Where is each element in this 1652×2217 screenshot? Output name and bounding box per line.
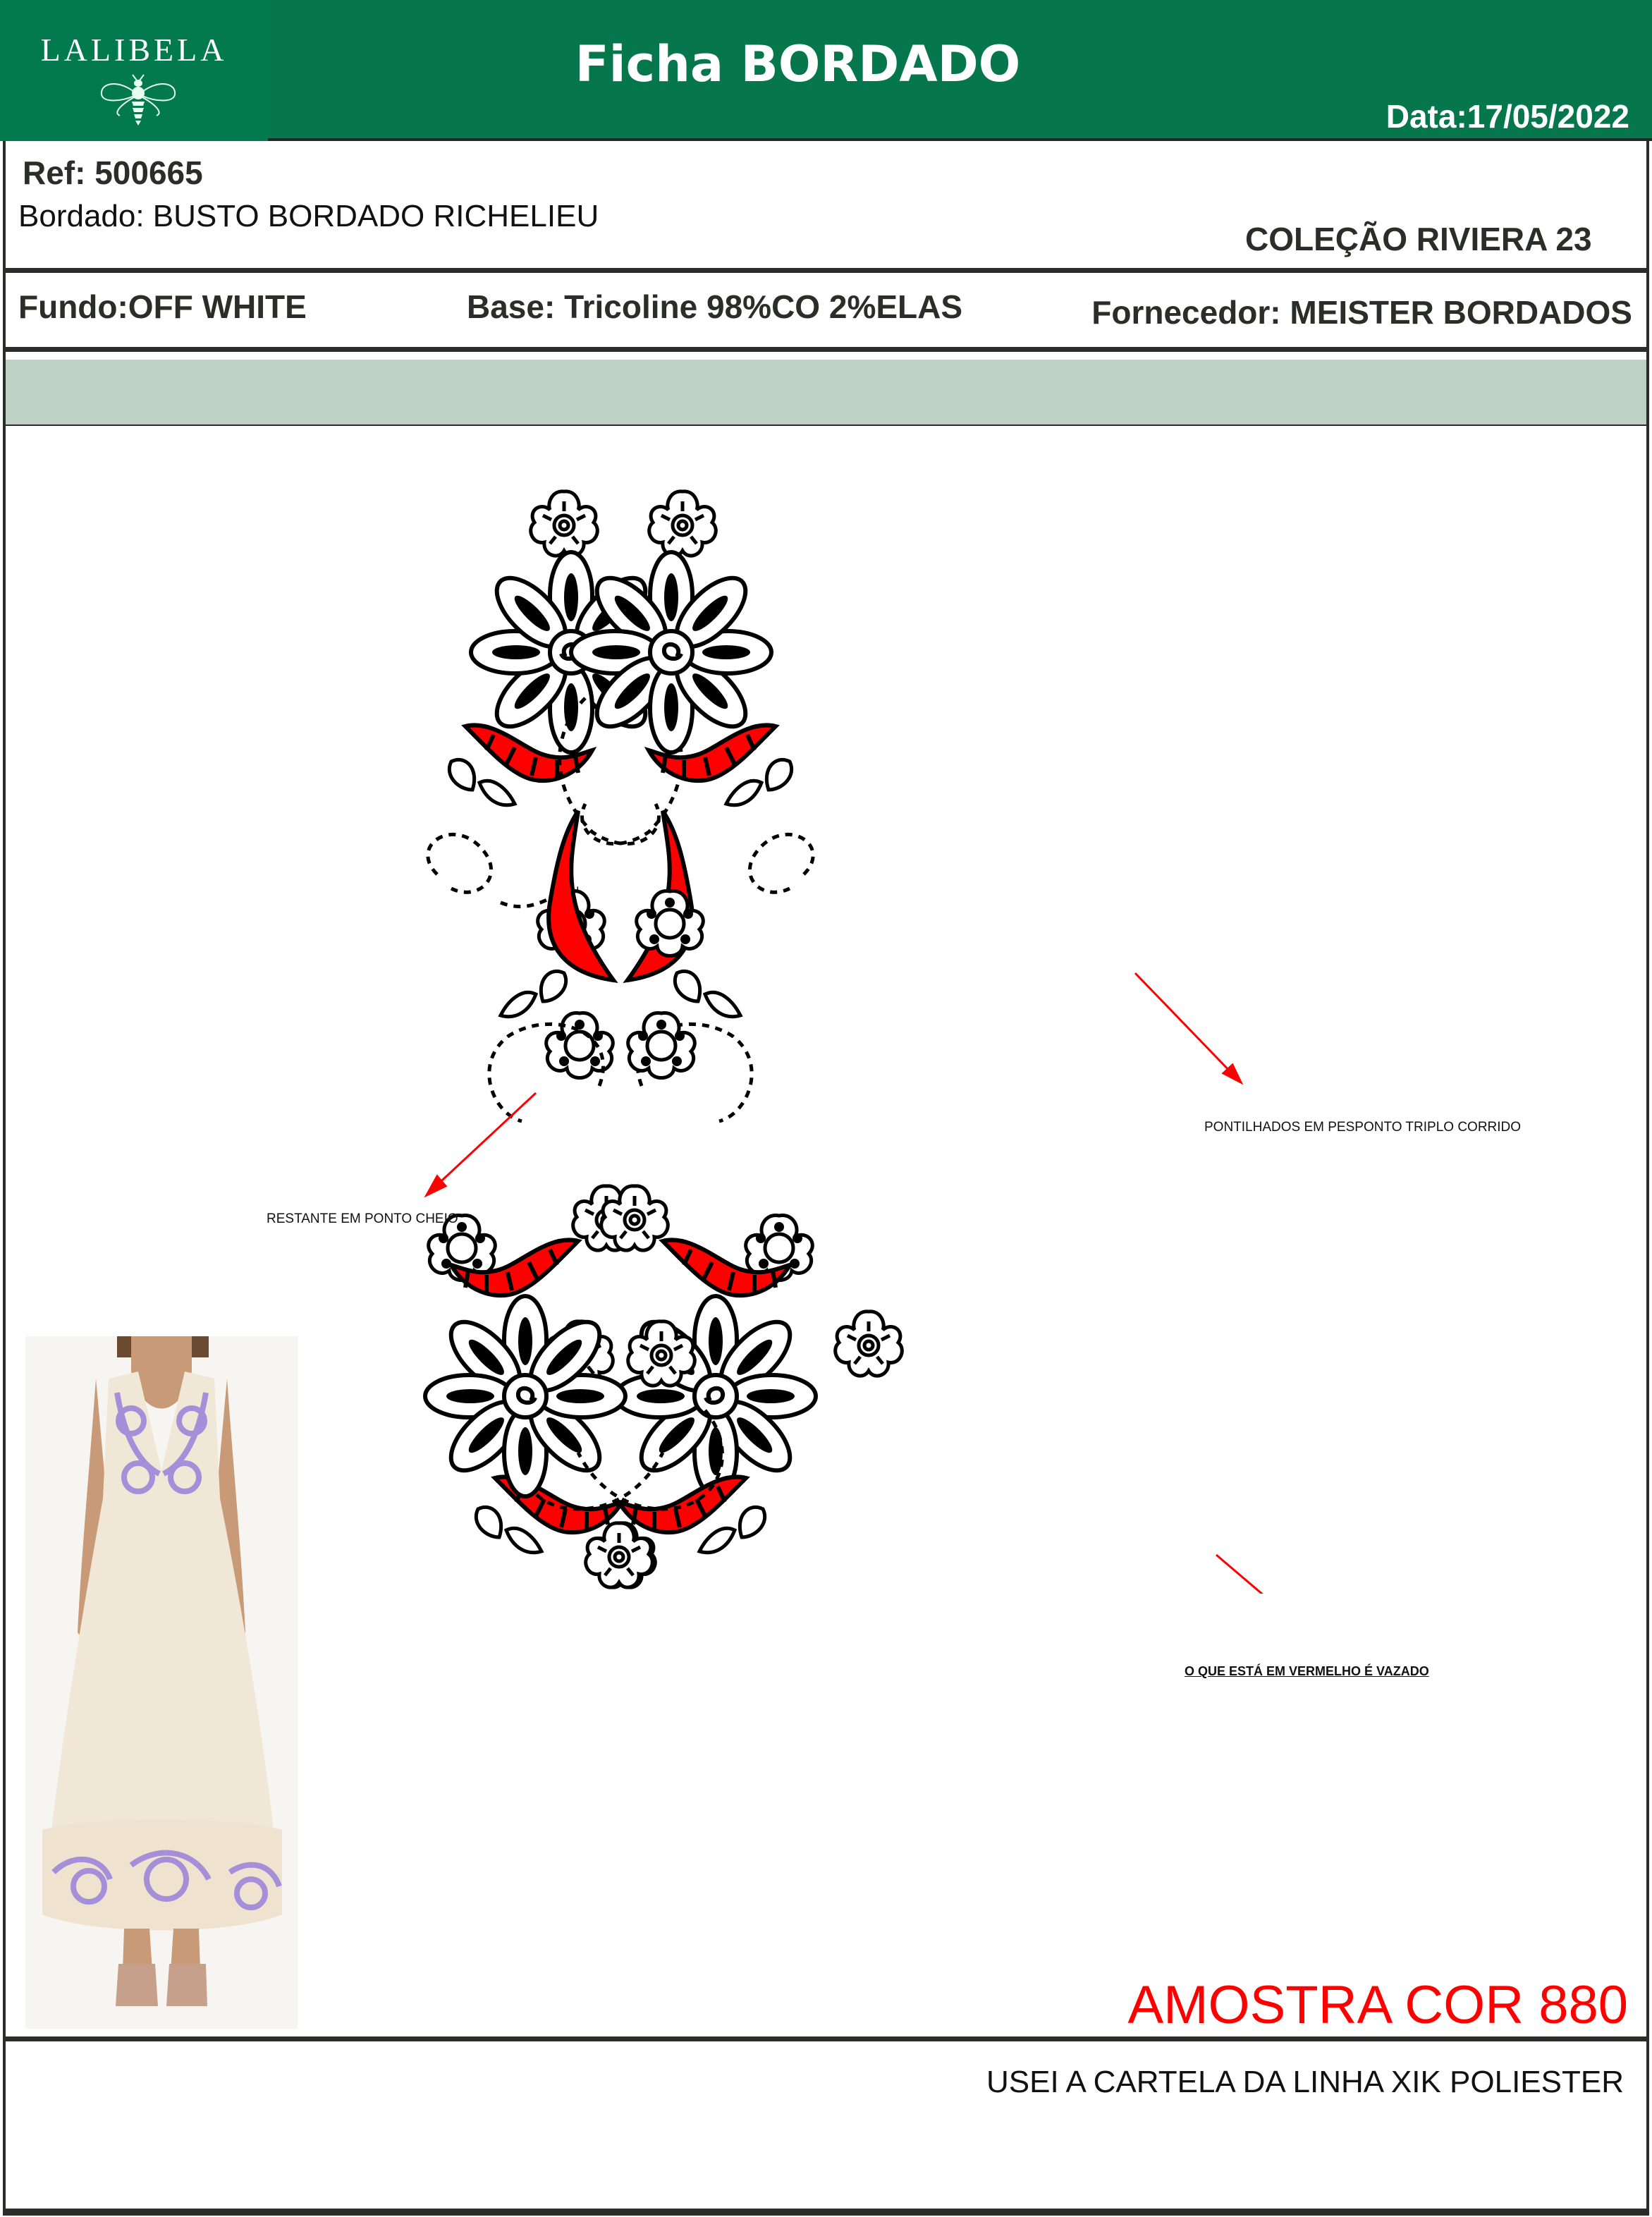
large-flower — [616, 1296, 816, 1496]
embroidery-design-illustration — [395, 465, 1264, 1594]
annotation-cutwork: O QUE ESTÁ EM VERMELHO É VAZADO — [1185, 1664, 1429, 1678]
brand-name: LALIBELA — [40, 32, 228, 68]
header-bar — [0, 0, 1652, 141]
dress-reference-photo — [25, 1336, 298, 2029]
divider — [3, 268, 1649, 273]
brand-logo: LALIBELA — [0, 0, 268, 141]
divider — [3, 423, 1649, 426]
running-stitch-path — [576, 1409, 724, 1511]
arrow-line — [1134, 972, 1235, 1077]
large-flower — [571, 552, 771, 752]
supplier: Fornecedor: MEISTER BORDADOS — [1091, 294, 1632, 331]
embroidery-name: Bordado: BUSTO BORDADO RICHELIEU — [18, 199, 599, 233]
bee-icon — [100, 74, 176, 126]
annotation-fill-stitch: RESTANTE EM PONTO CHEIO — [267, 1211, 458, 1226]
page-title: Ficha BORDADO — [575, 35, 1021, 93]
leaf-pair — [675, 971, 740, 1016]
cutwork-leaf — [546, 810, 618, 983]
date-label: Data:17/05/2022 — [1385, 98, 1629, 135]
center-small-flower — [836, 1312, 903, 1376]
background-color: Fundo:OFF WHITE — [18, 288, 307, 325]
running-stitch-path — [558, 697, 661, 846]
reference-number: Ref: 500665 — [23, 154, 203, 191]
arrow-head — [1221, 1063, 1244, 1085]
running-stitch-path — [747, 832, 815, 894]
running-stitch-path — [487, 1022, 605, 1123]
base-fabric: Base: Tricoline 98%CO 2%ELAS — [467, 288, 963, 325]
small-flower — [531, 491, 598, 556]
arrow-line — [432, 1092, 537, 1190]
divider — [3, 2036, 1649, 2041]
arrow-head — [424, 1174, 448, 1198]
sage-band — [6, 360, 1646, 425]
running-stitch-path — [500, 886, 579, 908]
thread-chart-note: USEI A CARTELA DA LINHA XIK POLIESTER — [986, 2065, 1624, 2099]
collection-name: COLEÇÃO RIVIERA 23 — [1245, 221, 1592, 257]
sheet-frame — [3, 141, 1649, 2211]
divider — [3, 2209, 1649, 2216]
arrow-line — [1216, 1553, 1264, 1594]
large-flower — [425, 1296, 625, 1496]
annotation-running-stitch: PONTILHADOS EM PESPONTO TRIPLO CORRIDO — [1204, 1120, 1522, 1135]
running-stitch-path — [426, 832, 494, 894]
sample-color-label: AMOSTRA COR 880 — [1127, 1975, 1628, 2035]
medium-flower — [628, 1013, 695, 1078]
divider — [3, 347, 1649, 352]
right-motif — [425, 491, 815, 1587]
medium-flower — [637, 891, 704, 956]
small-flower — [649, 491, 716, 556]
leaf-pair — [501, 971, 566, 1016]
